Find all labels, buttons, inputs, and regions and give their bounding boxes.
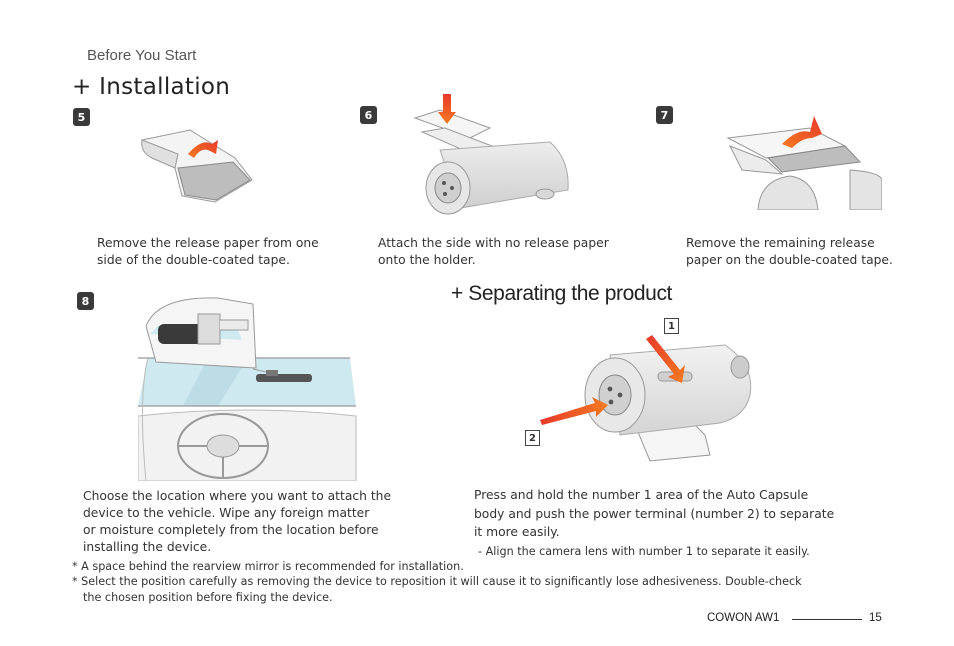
footnote-mirror: * A space behind the rearview mirror is … [72, 560, 464, 573]
caption-line: Remove the remaining release [686, 236, 875, 250]
caption-line: paper on the double-coated tape. [686, 253, 893, 267]
step-8-badge: 8 [77, 292, 94, 310]
footer-brand: COWON AW1 [707, 612, 780, 624]
section-label: Before You Start [87, 47, 197, 64]
step-7-caption: Remove the remaining release paper on th… [686, 235, 893, 269]
caption-line: Remove the release paper from one [97, 236, 319, 250]
page-number: 15 [869, 612, 882, 624]
separating-illustration [540, 335, 752, 462]
caption-line: Attach the side with no release paper [378, 236, 609, 250]
step-5-illustration [140, 129, 253, 203]
caption-line: or moisture completely from the location… [83, 523, 379, 537]
separating-heading: + Separating the product [451, 282, 672, 305]
footer-divider [792, 619, 862, 620]
footnote-position-line2: the chosen position before fixing the de… [83, 591, 333, 604]
step-5-badge: 5 [73, 108, 90, 126]
step-8-illustration [138, 297, 357, 481]
caption-line: body and push the power terminal (number… [474, 506, 835, 521]
step-6-badge: 6 [360, 106, 377, 124]
caption-line: device to the vehicle. Wipe any foreign … [83, 506, 370, 520]
callout-1-label: 1 [664, 318, 679, 334]
step-7-illustration [726, 116, 882, 210]
step-7-badge: 7 [656, 106, 673, 124]
installation-heading: + Installation [72, 74, 231, 100]
step-6-caption: Attach the side with no release paper on… [378, 235, 609, 269]
separating-sub-note: - Align the camera lens with number 1 to… [478, 545, 810, 558]
step-6-illustration [413, 94, 569, 215]
caption-line: onto the holder. [378, 253, 476, 267]
caption-line: Press and hold the number 1 area of the … [474, 488, 809, 502]
footnote-position-line1: * Select the position carefully as remov… [72, 575, 802, 588]
callout-2-label: 2 [525, 430, 540, 446]
caption-line: side of the double-coated tape. [97, 253, 290, 267]
caption-line: it more easily. [474, 525, 560, 539]
step-5-caption: Remove the release paper from one side o… [97, 235, 319, 269]
caption-line: installing the device. [83, 540, 212, 554]
caption-line: Choose the location where you want to at… [83, 489, 392, 503]
separating-caption: Press and hold the number 1 area of the … [474, 486, 834, 542]
step-8-caption: Choose the location where you want to at… [83, 488, 391, 556]
